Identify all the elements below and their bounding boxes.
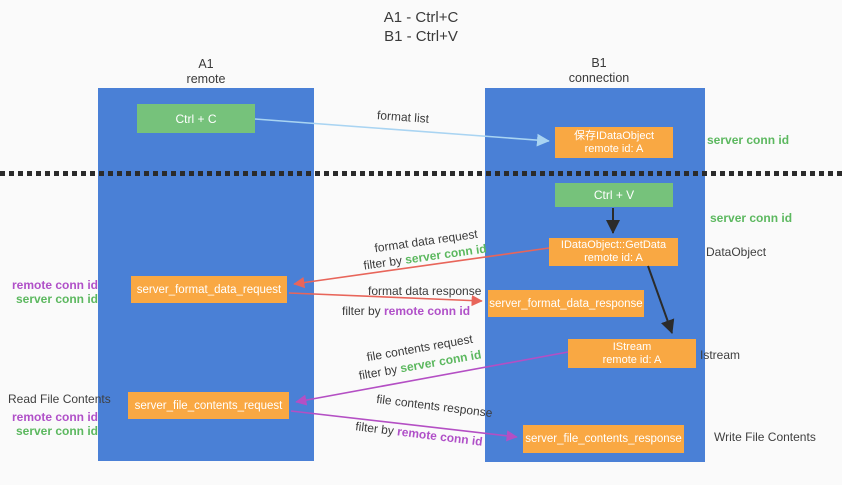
node-istream-remote-id: remote id: A bbox=[602, 353, 662, 366]
annotation-remote-conn-id-bottom: remote conn id bbox=[11, 410, 98, 424]
node-istream: IStream remote id: A bbox=[568, 339, 696, 368]
edge-label-format-data-response: format data response bbox=[368, 284, 482, 298]
node-server-format-data-request: server_format_data_request bbox=[131, 276, 287, 303]
node-istream-title: IStream bbox=[612, 340, 652, 353]
lifeline-b1-name: B1 bbox=[591, 56, 607, 70]
node-format-response-label: server_format_data_response bbox=[489, 297, 643, 310]
node-save-idataobject-title: 保存IDataObject bbox=[573, 129, 655, 142]
node-ctrl-c-label: Ctrl + C bbox=[175, 111, 217, 126]
arrow-format-data-response bbox=[288, 292, 483, 307]
annotation-a1-file-conn-ids: remote conn id server conn id bbox=[10, 410, 98, 438]
arrow-format-data-request bbox=[293, 247, 550, 289]
node-server-file-contents-request: server_file_contents_request bbox=[128, 392, 289, 419]
lifeline-a1-name: A1 bbox=[198, 57, 214, 71]
node-getdata-remote-id: remote id: A bbox=[584, 252, 643, 264]
annotation-read-file-contents: Read File Contents bbox=[8, 392, 111, 406]
arrow-file-contents-request bbox=[295, 351, 569, 406]
annotation-server-conn-id-left-mid: server conn id bbox=[15, 292, 98, 306]
phase-separator-dotted-line bbox=[0, 171, 842, 176]
arrow-format-list bbox=[254, 118, 550, 147]
annotation-dataobject: DataObject bbox=[706, 245, 767, 259]
title-line-ctrl-v: B1 - Ctrl+V bbox=[384, 28, 458, 45]
filter-by-text: filter by bbox=[342, 304, 385, 318]
title-line-ctrl-c: A1 - Ctrl+C bbox=[383, 9, 459, 26]
arrow-getdata-to-istream bbox=[647, 265, 675, 334]
node-file-response-label: server_file_contents_response bbox=[525, 433, 682, 445]
annotation-server-conn-id-mid: server conn id bbox=[710, 211, 793, 225]
diagram-title: A1 - Ctrl+C B1 - Ctrl+V bbox=[0, 8, 842, 46]
arrow-file-contents-response bbox=[290, 410, 518, 442]
annotation-write-file-contents: Write File Contents bbox=[714, 430, 816, 444]
node-getdata-title: IDataObject::GetData bbox=[560, 239, 667, 251]
annotation-istream: Istream bbox=[700, 348, 741, 362]
node-save-idataobject-remote-id: remote id: A bbox=[584, 142, 644, 155]
node-file-request-label: server_file_contents_request bbox=[134, 399, 283, 412]
lifeline-a1-role: remote bbox=[186, 72, 226, 86]
node-server-format-data-response: server_format_data_response bbox=[488, 290, 644, 317]
annotation-remote-conn-id-mid: remote conn id bbox=[11, 278, 98, 292]
node-save-idataobject: 保存IDataObject remote id: A bbox=[555, 127, 673, 158]
lifeline-header-b1: B1 connection bbox=[549, 56, 649, 86]
annotation-server-conn-id-left-bottom: server conn id bbox=[15, 424, 98, 438]
lifeline-b1-role: connection bbox=[568, 71, 630, 85]
lifeline-header-a1: A1 remote bbox=[156, 57, 256, 87]
node-ctrl-v: Ctrl + V bbox=[555, 183, 673, 207]
remote-conn-id-key: remote conn id bbox=[384, 304, 471, 318]
node-server-file-contents-response: server_file_contents_response bbox=[523, 425, 684, 453]
node-ctrl-c: Ctrl + C bbox=[137, 104, 255, 133]
edge-label-filter-by-remote-conn-id-1: filter by remote conn id bbox=[342, 304, 470, 318]
node-format-request-label: server_format_data_request bbox=[136, 283, 282, 296]
node-ctrl-v-label: Ctrl + V bbox=[593, 188, 635, 202]
annotation-server-conn-id-top: server conn id bbox=[707, 133, 790, 147]
node-idataobject-getdata: IDataObject::GetData remote id: A bbox=[549, 238, 678, 266]
annotation-a1-format-conn-ids: remote conn id server conn id bbox=[10, 278, 98, 306]
